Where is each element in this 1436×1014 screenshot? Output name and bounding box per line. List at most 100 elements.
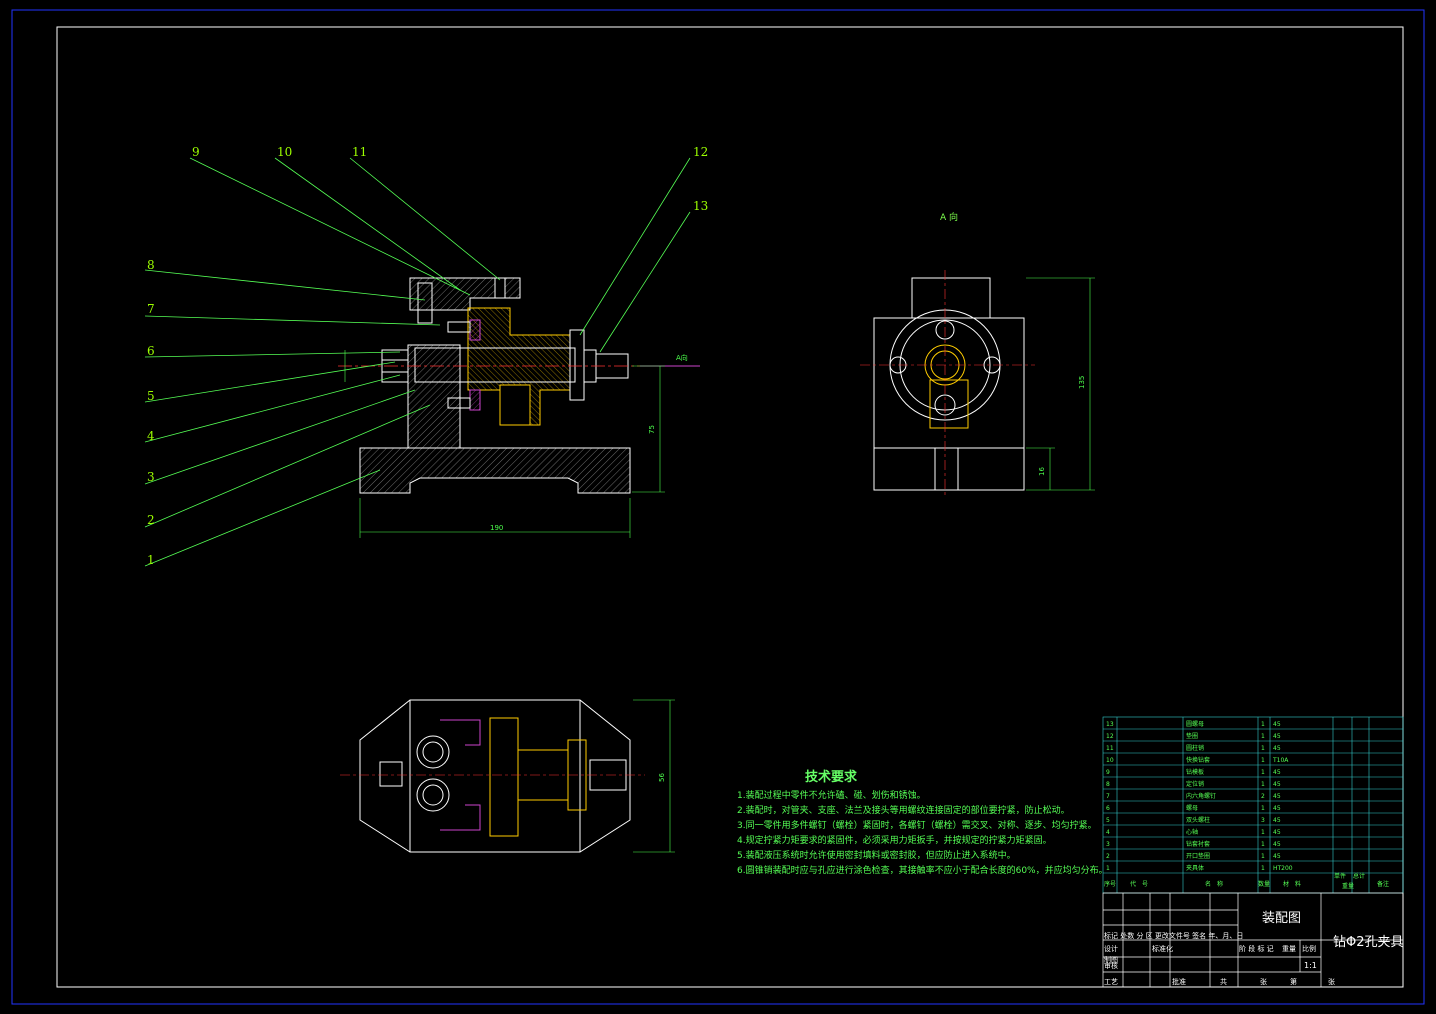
tb-process: 工艺 [1104, 978, 1118, 986]
balloon-10: 10 [277, 145, 292, 159]
tech-item: 3.同一零件用多件螺钉（螺栓）紧固时，各螺钉（螺栓）需交叉、对称、逐步、均匀拧紧… [737, 821, 1097, 831]
tech-title: 技术要求 [805, 770, 858, 785]
bom-table [1102, 716, 1404, 894]
tb-approve: 批准 [1172, 977, 1186, 986]
bom-cell-mat: 45 [1273, 769, 1281, 776]
bom-cell-no: 13 [1106, 721, 1114, 728]
bom-h-mat: 材 料 [1283, 880, 1301, 888]
bom-cell-name: 钻模板 [1186, 768, 1204, 776]
bom-cell-no: 4 [1106, 829, 1110, 836]
bom-cell-mat: 45 [1273, 853, 1281, 860]
bom-cell-mat: 45 [1273, 829, 1281, 836]
bom-cell-mat: 45 [1273, 793, 1281, 800]
inner-frame [56, 26, 1404, 988]
balloon-13: 13 [693, 199, 708, 213]
bom-cell-qty: 1 [1261, 853, 1265, 860]
bom-cell-name: 快换钻套 [1186, 756, 1210, 764]
tb-scale-label: 比例 [1302, 944, 1316, 953]
bom-cell-mat: 45 [1273, 745, 1281, 752]
balloon-5: 5 [147, 389, 155, 403]
bom-cell-qty: 1 [1261, 721, 1265, 728]
tb-standard: 标准化 [1152, 944, 1173, 953]
bom-cell-name: 心轴 [1186, 828, 1198, 836]
balloon-8: 8 [147, 258, 155, 272]
bom-cell-qty: 1 [1261, 841, 1265, 848]
bom-cell-qty: 1 [1261, 745, 1265, 752]
bom-cell-qty: 1 [1261, 733, 1265, 740]
tb-design: 设计 [1104, 944, 1118, 953]
tech-item: 6.圆锥销装配时应与孔应进行涂色检查，其接触率不应小于配合长度的60%，并应均匀… [737, 866, 1108, 876]
balloon-12: 12 [693, 145, 708, 159]
bom-cell-no: 11 [1106, 745, 1114, 752]
bom-cell-no: 2 [1106, 853, 1110, 860]
bom-cell-qty: 1 [1261, 805, 1265, 812]
bom-cell-no: 8 [1106, 781, 1110, 788]
tb-no: 第 [1290, 977, 1297, 986]
bom-h-code: 代 号 [1130, 880, 1148, 888]
bom-cell-no: 12 [1106, 733, 1114, 740]
bom-cell-qty: 3 [1261, 817, 1265, 824]
tech-item: 2.装配时，对管夹、支座、法兰及接头等用螺纹连接固定的部位要拧紧，防止松动。 [737, 806, 1070, 816]
bom-h-weight: 重量 [1342, 882, 1354, 890]
bom-cell-name: 双头螺柱 [1186, 816, 1210, 824]
bom-cell-qty: 1 [1261, 769, 1265, 776]
bom-cell-mat: 45 [1273, 721, 1281, 728]
bom-cell-no: 7 [1106, 793, 1110, 800]
tb-stage: 阶 段 标 记 [1239, 944, 1274, 953]
bom-h-qty: 数量 [1258, 880, 1270, 888]
bom-cell-no: 10 [1106, 757, 1114, 764]
bom-cell-name: 内六角螺钉 [1186, 792, 1216, 800]
leader-lines [144, 157, 691, 567]
bom-h-name: 名 称 [1205, 880, 1223, 888]
balloon-1: 1 [147, 553, 155, 567]
dim-height-top: 56 [658, 773, 666, 782]
dim-height-main: 75 [648, 425, 656, 434]
bom-cell-no: 3 [1106, 841, 1110, 848]
balloon-6: 6 [147, 344, 155, 358]
bom-cell-name: 开口垫圈 [1186, 852, 1210, 860]
arrow-label: A向 [676, 353, 688, 362]
bom-cell-name: 圆螺母 [1186, 720, 1204, 728]
outer-frame [11, 9, 1425, 1005]
bom-cell-mat: 45 [1273, 733, 1281, 740]
mark-row: 标记 处数 分 区 更改文件号 签名 年、月、日 [1104, 931, 1243, 940]
tb-scale: 1:1 [1304, 961, 1317, 970]
dim-width-main: 190 [490, 524, 503, 532]
bom-cell-name: 垫圈 [1186, 732, 1198, 740]
side-view-a [860, 270, 1095, 495]
bom-cell-no: 6 [1106, 805, 1110, 812]
balloon-4: 4 [147, 429, 155, 443]
drawing-name: 钻Φ2孔夹具 [1333, 935, 1404, 950]
top-view [340, 699, 675, 853]
bom-h-single: 单件 [1334, 872, 1346, 880]
balloon-7: 7 [147, 302, 155, 316]
tech-item: 1.装配过程中零件不允许磕、碰、划伤和锈蚀。 [737, 791, 926, 801]
bom-cell-mat: T10A [1272, 757, 1289, 764]
dim-height-side: 135 [1078, 376, 1086, 389]
drawing-type: 装配图 [1262, 911, 1301, 926]
bom-cell-name: 圆柱销 [1186, 744, 1204, 752]
bom-h-total: 总计 [1353, 872, 1365, 880]
balloon-3: 3 [147, 470, 155, 484]
tb-drafting: 制图 [1104, 955, 1118, 964]
bom-cell-mat: HT200 [1273, 865, 1293, 872]
view-label: A 向 [940, 211, 958, 223]
bom-cell-qty: 1 [1261, 757, 1265, 764]
bom-cell-qty: 1 [1261, 829, 1265, 836]
bom-cell-qty: 1 [1261, 781, 1265, 788]
bom-cell-no: 5 [1106, 817, 1110, 824]
tech-requirements: 技术要求 1.装配过程中零件不允许磕、碰、划伤和锈蚀。 2.装配时，对管夹、支座… [737, 770, 1108, 879]
balloon-2: 2 [147, 513, 155, 527]
balloon-9: 9 [192, 145, 200, 159]
bom-h-no: 序号 [1104, 880, 1116, 888]
bom-cell-no: 9 [1106, 769, 1110, 776]
bom-cell-name: 夹具体 [1186, 864, 1204, 872]
bom-cell-qty: 1 [1261, 865, 1265, 872]
tech-item: 4.规定拧紧力矩要求的紧固件，必须采用力矩扳手，并按规定的拧紧力矩紧固。 [737, 836, 1052, 846]
title-block [1102, 892, 1404, 988]
bom-cell-mat: 45 [1273, 841, 1281, 848]
bom-h-note: 备注 [1377, 880, 1389, 888]
tb-check: 审核 [1104, 961, 1118, 970]
